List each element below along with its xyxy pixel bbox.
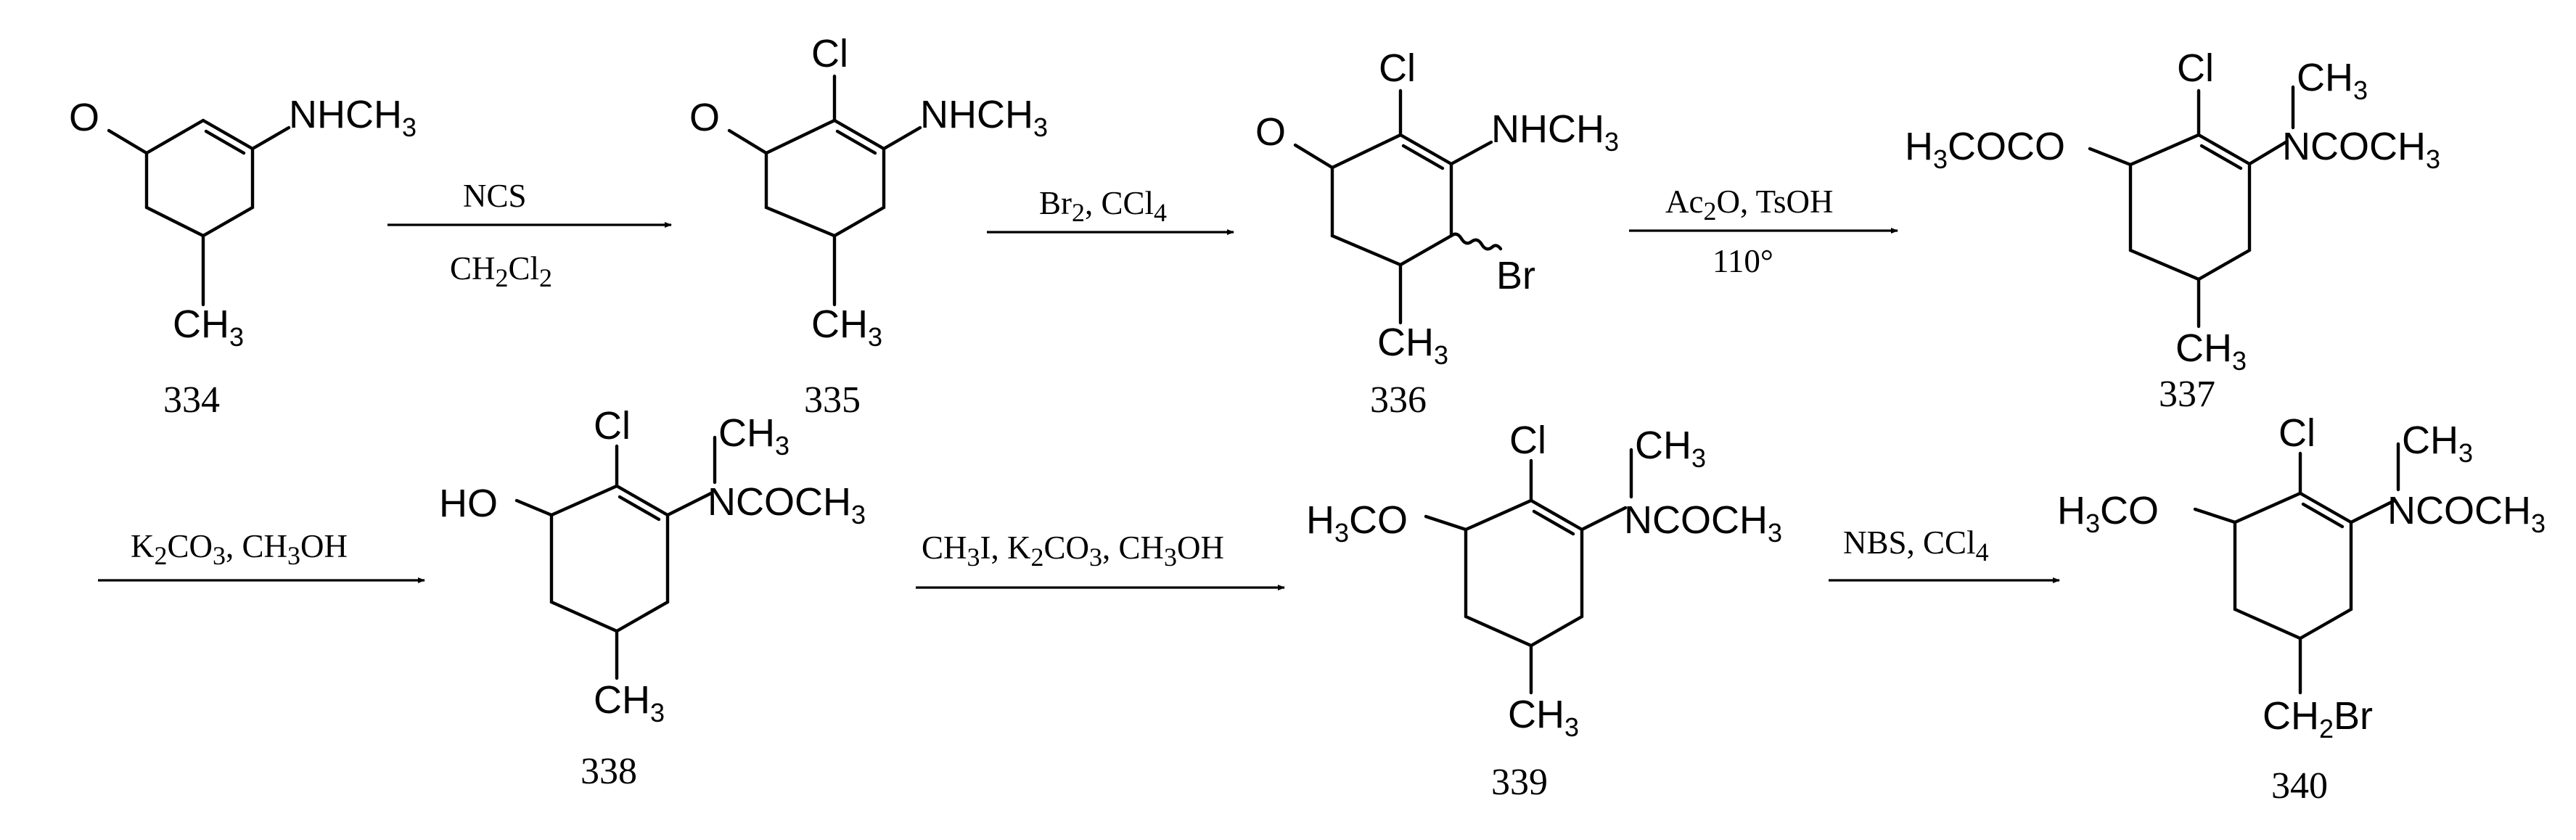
compound-339: H3CO Cl CH3 NCOCH3 CH3 339 (1306, 419, 1782, 803)
solvent-dichloromethane: CH2Cl2 (450, 250, 552, 292)
acetamide-group: NCOCH3 (1624, 498, 1782, 548)
compound-335: O Cl NHCH3 CH3 335 (689, 32, 1048, 421)
compound-number-334: 334 (163, 379, 220, 421)
methoxy-group: H3CO (1306, 498, 1408, 548)
compound-340: H3CO Cl CH3 NCOCH3 CH2Br 340 (2057, 411, 2546, 807)
methoxy-group: H3CO (2057, 489, 2159, 538)
chloro-group: Cl (1509, 419, 1546, 462)
bromo-group: Br (1496, 254, 1535, 297)
chloro-group: Cl (2177, 46, 2214, 90)
reagent-methyl-iodide-k2co3-methanol: CH3I, K2CO3, CH3OH (922, 530, 1224, 572)
compound-number-340: 340 (2271, 765, 2328, 807)
acetamide-group: NCOCH3 (2387, 489, 2546, 538)
reagent-acetic-anhydride-tsoh: Ac2O, TsOH (1665, 184, 1834, 226)
methyl-group: CH3 (173, 302, 244, 352)
compound-number-338: 338 (581, 751, 637, 792)
chloro-group: Cl (811, 32, 848, 75)
methylamino-group: NHCH3 (1491, 107, 1619, 157)
bromomethyl-group: CH2Br (2263, 694, 2373, 744)
temperature: 110° (1712, 243, 1773, 279)
compound-number-337: 337 (2159, 374, 2215, 415)
reaction-arrow-4: K2CO3, CH3OH (98, 528, 425, 583)
acetamide-group: NCOCH3 (2282, 125, 2440, 174)
reaction-arrow-3: Ac2O, TsOH 110° (1629, 184, 1898, 279)
hydroxy-group: HO (439, 482, 498, 525)
reaction-arrow-6: NBS, CCl4 (1829, 524, 2060, 583)
methyl-group: CH3 (594, 678, 665, 728)
reaction-arrow-2: Br2, CCl4 (987, 185, 1234, 235)
compound-336: O Cl NHCH3 Br CH3 336 (1255, 46, 1619, 421)
reagent-potassium-carbonate-methanol: K2CO3, CH3OH (131, 528, 348, 570)
ketone-oxygen: O (1255, 110, 1286, 154)
ketone-oxygen: O (689, 96, 720, 139)
acetamide-group: NCOCH3 (707, 480, 866, 530)
reagent-ncs: NCS (463, 178, 527, 214)
n-methyl-group: CH3 (2297, 56, 2368, 105)
compound-number-335: 335 (804, 379, 861, 421)
compound-number-336: 336 (1370, 379, 1427, 421)
methyl-group: CH3 (1377, 321, 1448, 370)
reaction-arrow-1: NCS CH2Cl2 (387, 178, 672, 292)
reaction-arrow-5: CH3I, K2CO3, CH3OH (916, 530, 1285, 590)
chloro-group: Cl (2278, 411, 2315, 455)
methyl-group: CH3 (811, 302, 882, 352)
chloro-group: Cl (1379, 46, 1416, 90)
acetoxy-group: H3COCO (1905, 125, 2065, 174)
n-methyl-group: CH3 (2402, 419, 2473, 468)
n-methyl-group: CH3 (718, 411, 789, 461)
ketone-oxygen: O (69, 96, 99, 139)
methyl-group: CH3 (2175, 326, 2247, 376)
compound-334: O NHCH3 CH3 334 (69, 93, 417, 421)
compound-number-339: 339 (1491, 762, 1548, 803)
reagent-nbs-ccl4: NBS, CCl4 (1843, 524, 1989, 567)
compound-338: HO Cl CH3 NCOCH3 CH3 338 (439, 404, 866, 792)
compound-337: H3COCO Cl CH3 NCOCH3 CH3 337 (1905, 46, 2440, 415)
methylamino-group: NHCH3 (920, 93, 1048, 142)
methyl-group: CH3 (1508, 693, 1579, 742)
reagent-bromine-ccl4: Br2, CCl4 (1039, 185, 1167, 227)
methylamino-group: NHCH3 (289, 93, 417, 142)
chloro-group: Cl (594, 404, 631, 448)
n-methyl-group: CH3 (1635, 424, 1706, 473)
